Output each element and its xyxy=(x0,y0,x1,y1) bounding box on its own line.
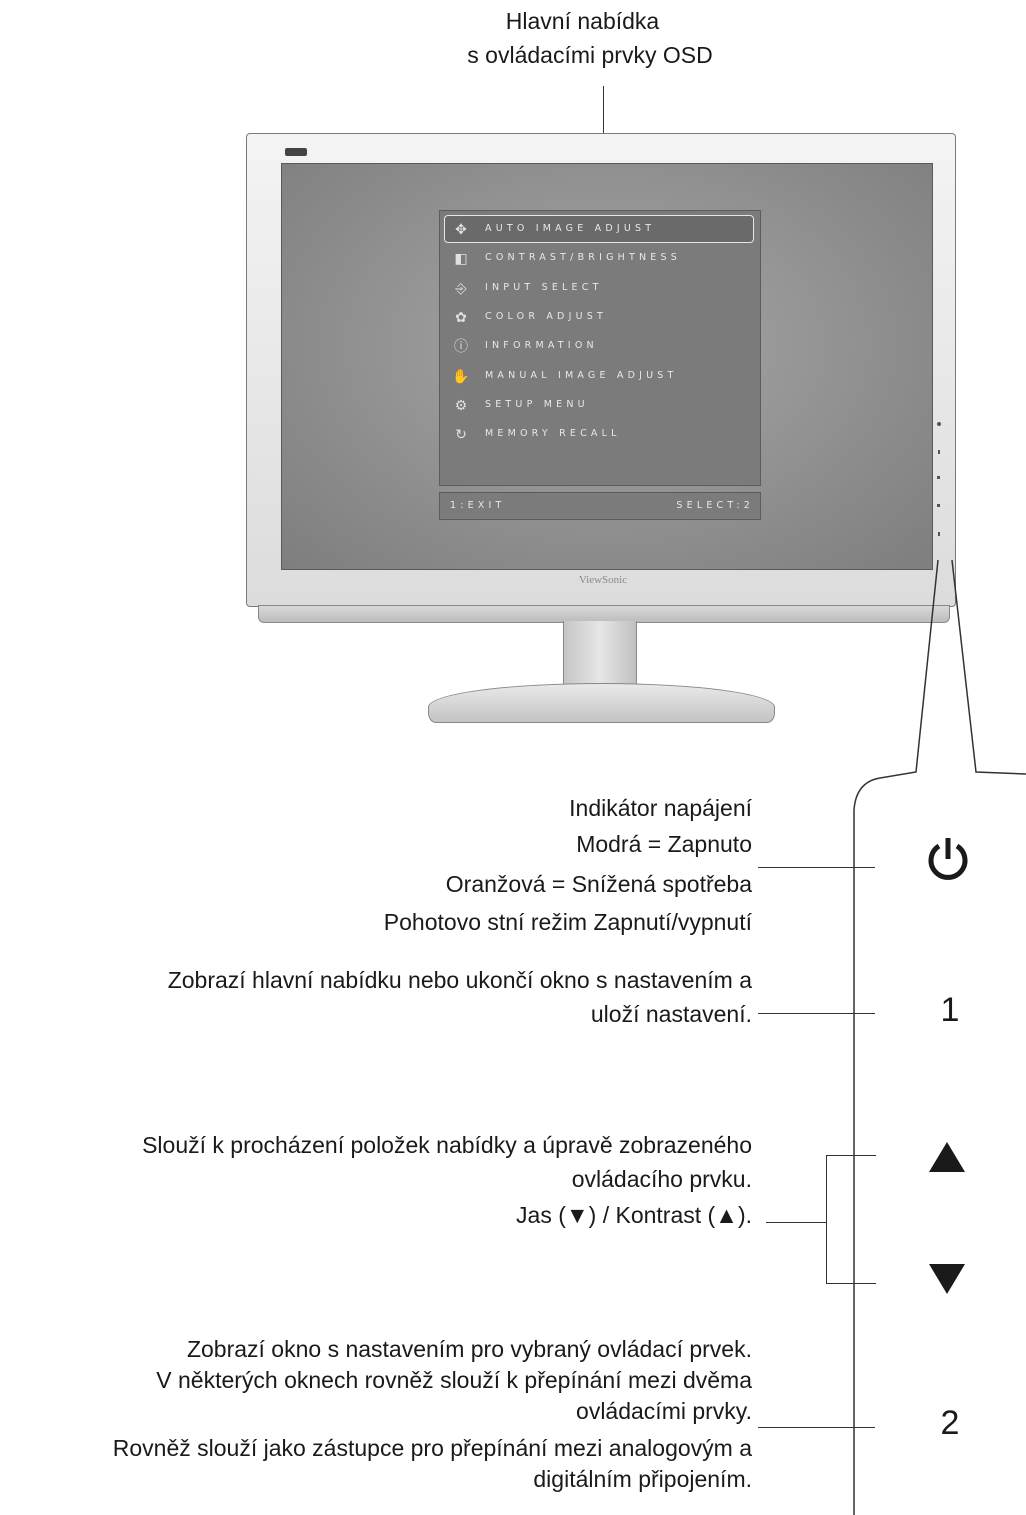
osd-menu-item[interactable]: MANUAL IMAGE ADJUST xyxy=(485,369,678,381)
arrows-line-2: ovládacího prvku. xyxy=(571,1166,752,1192)
setup-menu-icon: ⚙ xyxy=(454,396,468,413)
button-2-label: 2 xyxy=(940,1404,960,1442)
monitor-logo xyxy=(285,148,307,156)
button-2-leader-line xyxy=(758,1427,875,1428)
contrast-brightness-icon: ◧ xyxy=(454,250,468,267)
osd-footer: 1:EXIT SELECT:2 xyxy=(439,492,761,520)
power-line-4: Pohotovo stní režim Zapnutí/vypnutí xyxy=(383,909,752,935)
arrows-bracket-top xyxy=(826,1155,876,1156)
osd-menu-item[interactable]: COLOR ADJUST xyxy=(485,310,607,322)
osd-menu-item[interactable]: MEMORY RECALL xyxy=(485,428,621,440)
button-1-label: 1 xyxy=(940,991,960,1029)
osd-selection-highlight xyxy=(444,215,754,243)
osd-panel: ✥ AUTO IMAGE ADJUST ◧ CONTRAST/BRIGHTNESS ⎆ I… xyxy=(439,210,761,486)
button-2-line-2: V některých oknech rovněž slouží k přepí… xyxy=(156,1367,752,1393)
osd-caption-line2: s ovládacími prvky OSD xyxy=(467,42,713,68)
arrows-line-3: Jas (▼) / Kontrast (▲). xyxy=(516,1202,752,1228)
osd-caption-line1: Hlavní nabídka xyxy=(505,8,660,34)
arrows-line-1: Slouží k procházení položek nabídky a úp… xyxy=(142,1132,752,1158)
button-2-line-1: Zobrazí okno s nastavením pro vybraný ov… xyxy=(186,1336,752,1362)
memory-recall-icon: ↻ xyxy=(455,426,467,443)
osd-menu-item[interactable]: AUTO IMAGE ADJUST xyxy=(485,223,656,234)
osd-menu-item[interactable]: INPUT SELECT xyxy=(485,281,603,293)
down-arrow-icon xyxy=(929,1264,965,1294)
osd-menu-item[interactable]: SETUP MENU xyxy=(485,398,589,410)
button-1-line-2: uloží nastavení. xyxy=(590,1001,752,1027)
osd-menu-item[interactable]: CONTRAST/BRIGHTNESS xyxy=(485,252,681,264)
arrows-bracket-vertical xyxy=(826,1155,827,1283)
power-line-2: Modrá = Zapnuto xyxy=(576,831,752,857)
power-icon xyxy=(928,838,968,880)
auto-adjust-icon: ✥ xyxy=(455,221,467,237)
zoom-callout xyxy=(853,560,1026,1515)
button-2-line-4: Rovněž slouží jako zástupce pro přepínán… xyxy=(112,1435,752,1461)
power-line-1: Indikátor napájení xyxy=(569,795,752,821)
monitor-stand-base xyxy=(428,683,775,723)
button-2-line-5: digitálním připojením. xyxy=(533,1466,752,1492)
monitor-side-buttons xyxy=(936,418,942,548)
arrows-leader-line xyxy=(766,1222,826,1223)
monitor: ✥ AUTO IMAGE ADJUST ◧ CONTRAST/BRIGHTNESS ⎆ I… xyxy=(243,128,959,728)
color-adjust-icon: ✿ xyxy=(455,308,467,325)
up-arrow-icon xyxy=(929,1142,965,1172)
button-2-line-3: ovládacími prvky. xyxy=(576,1398,752,1424)
power-leader-line xyxy=(758,867,875,868)
osd-exit-label: 1:EXIT xyxy=(450,500,506,511)
arrows-bracket-bottom xyxy=(826,1283,876,1284)
osd-menu-item[interactable]: INFORMATION xyxy=(485,340,598,352)
input-select-icon: ⎆ xyxy=(455,279,467,296)
information-icon: ⓘ xyxy=(454,338,468,355)
button-1-line-1: Zobrazí hlavní nabídku nebo ukončí okno … xyxy=(167,967,752,993)
button-1-leader-line xyxy=(758,1013,875,1014)
monitor-stand-neck xyxy=(563,621,637,688)
osd-select-label: SELECT:2 xyxy=(676,500,754,511)
manual-image-adjust-icon: ✋ xyxy=(452,367,470,384)
power-line-3: Oranžová = Snížená spotřeba xyxy=(445,871,752,897)
monitor-brand: ViewSonic xyxy=(578,574,628,586)
